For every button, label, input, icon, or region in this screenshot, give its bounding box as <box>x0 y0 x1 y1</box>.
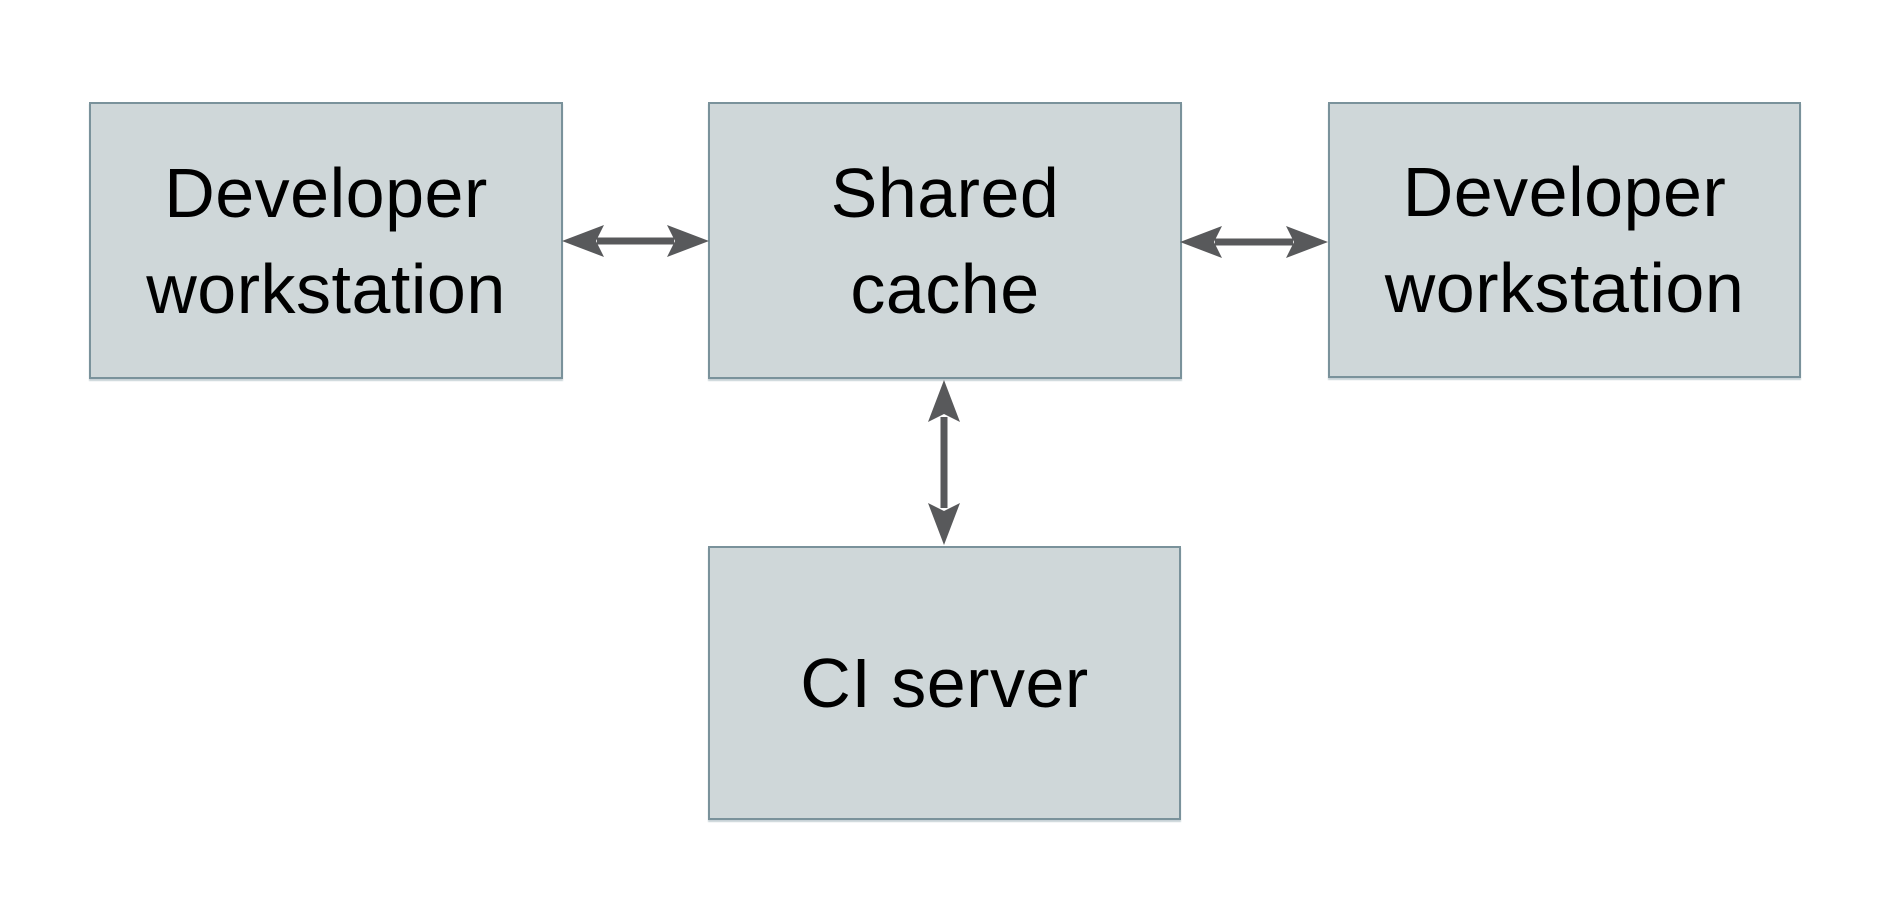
node-ci-server: CI server <box>708 546 1181 820</box>
node-label-line: Developer <box>164 153 488 232</box>
node-shared-cache: Shared cache <box>708 102 1182 379</box>
node-developer-workstation-left: Developer workstation <box>89 102 563 379</box>
node-label-line: CI server <box>800 644 1089 722</box>
node-label-line: Shared <box>830 153 1060 232</box>
bidirectional-arrow-icon <box>928 380 960 545</box>
node-label-line: cache <box>850 249 1040 328</box>
bidirectional-arrow-icon <box>1180 226 1328 258</box>
node-label-line: workstation <box>1384 249 1745 327</box>
node-developer-workstation-right: Developer workstation <box>1328 102 1801 378</box>
node-label-line: workstation <box>146 249 506 328</box>
bidirectional-arrow-icon <box>562 225 709 257</box>
node-label-line: Developer <box>1402 153 1727 231</box>
